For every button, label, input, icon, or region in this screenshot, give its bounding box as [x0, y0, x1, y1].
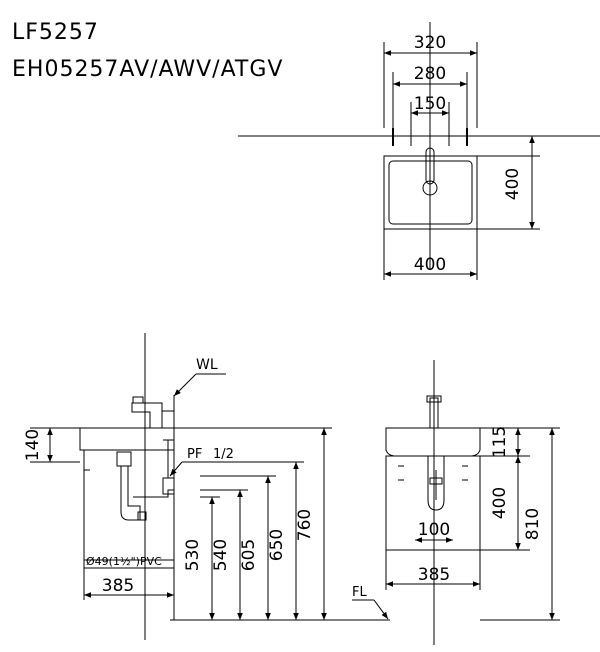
side-faucet	[131, 402, 163, 429]
dim-label-150: 150	[414, 94, 446, 114]
dim-label-140: 140	[23, 429, 43, 461]
front-trap	[427, 456, 445, 511]
model-number-title: LF5257	[12, 20, 99, 45]
basin-outer-outline	[383, 155, 478, 230]
dim-label-280: 280	[414, 64, 446, 84]
drain-circle	[422, 180, 438, 196]
dim-label-100: 100	[418, 520, 450, 540]
front-view: 100 385 115 400 810 FL	[352, 360, 560, 645]
side-view: WL PF 1/2 140 Ø49(1½")PVC 385 530 540 60…	[23, 333, 390, 640]
dim-label-320: 320	[414, 33, 446, 53]
drain-flange	[116, 451, 132, 467]
variant-codes-title: EH05257AV/AWV/ATGV	[12, 57, 284, 82]
front-basin	[385, 427, 481, 457]
side-basin	[79, 427, 175, 451]
dim-label-530: 530	[183, 539, 203, 571]
dim-label-605: 605	[239, 539, 259, 571]
pf-size-label: 1/2	[213, 447, 234, 462]
dim-label-front-400: 400	[490, 487, 510, 519]
dim-label-front-385: 385	[418, 565, 450, 585]
basin-bowl-outline	[388, 160, 473, 225]
dim-label-810: 810	[523, 508, 543, 540]
dim-label-540: 540	[211, 539, 231, 571]
dim-label-depth-400: 400	[503, 168, 523, 200]
top-view: 320 280 150 400 400	[238, 22, 600, 280]
front-faucet	[429, 397, 439, 429]
faucet-spout	[425, 147, 435, 185]
front-cabinet	[385, 455, 481, 551]
dim-label-115: 115	[490, 426, 510, 458]
dim-label-760: 760	[295, 509, 315, 541]
dim-label-650: 650	[267, 529, 287, 561]
pf-label: PF	[187, 447, 202, 462]
pvc-pipe-label: Ø49(1½")PVC	[86, 555, 162, 568]
fl-label: FL	[352, 585, 367, 600]
p-trap	[120, 466, 141, 521]
dim-label-side-385: 385	[102, 576, 134, 596]
wl-label: WL	[196, 357, 218, 373]
dim-label-width-400: 400	[414, 255, 446, 275]
